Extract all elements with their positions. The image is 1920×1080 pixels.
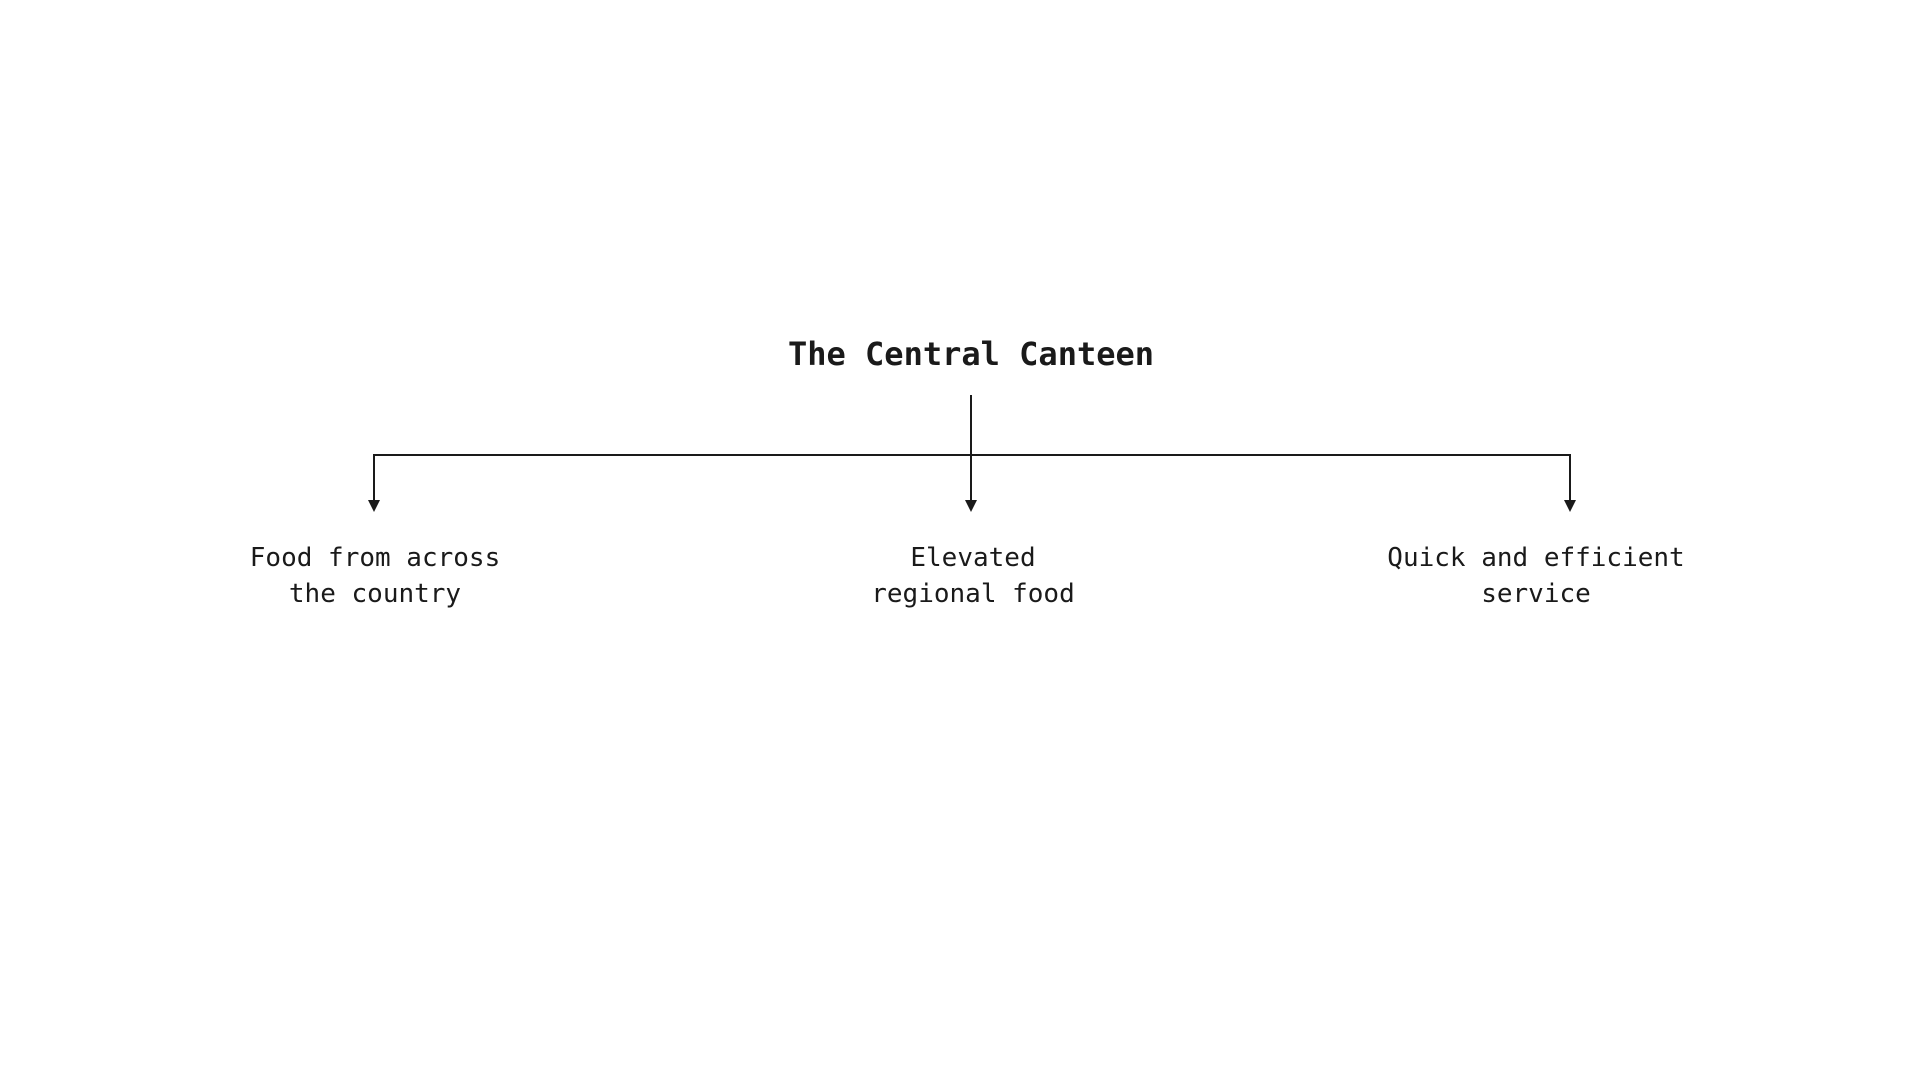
arrowhead-down-icon [368, 500, 380, 512]
branch-label-line: Elevated [910, 543, 1036, 573]
branch-label-line: regional food [871, 579, 1075, 609]
branch-node-elevated-regional-food: Elevated regional food [871, 540, 1075, 612]
arrowhead-down-icon [965, 500, 977, 512]
branch-label-line: service [1481, 579, 1591, 609]
connector-drop-left [373, 455, 375, 501]
branch-label-line: the country [288, 579, 462, 609]
branch-node-quick-and-efficient-service: Quick and efficient service [1387, 540, 1684, 612]
connector-stem [970, 395, 972, 501]
branch-label-line: Food from across [249, 543, 501, 573]
root-node-label: The Central Canteen [787, 335, 1155, 373]
branch-label-line: Quick and efficient [1387, 543, 1685, 573]
arrowhead-down-icon [1564, 500, 1576, 512]
connector-drop-right [1569, 455, 1571, 501]
connector-horizontal-rail [373, 454, 1571, 456]
branch-node-food-from-across-the-country: Food from across the country [250, 540, 500, 612]
